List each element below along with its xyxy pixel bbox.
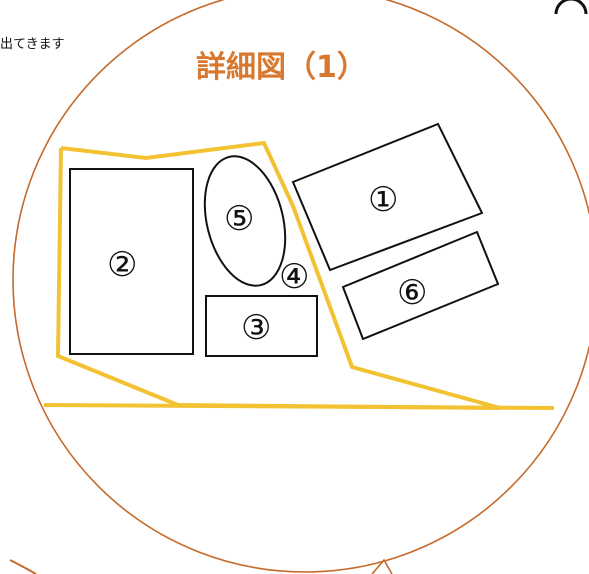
block-6: [341, 230, 500, 341]
block-5-ellipse: [203, 155, 287, 287]
ground-line: [43, 403, 555, 410]
label-3: ③: [241, 308, 271, 348]
site-boundary: [55, 140, 501, 410]
label-6: ⑥: [397, 273, 427, 313]
corner-circle-fragment: [554, 0, 588, 15]
bottom-left-curve-fragment: [9, 559, 37, 574]
caption-text: 出てきます: [0, 37, 65, 52]
label-1: ①: [368, 180, 398, 220]
block-2: [69, 168, 194, 355]
block-3: [205, 295, 318, 357]
detail-circle: [12, 0, 589, 573]
label-2: ②: [107, 245, 137, 285]
diagram-title: 詳細図（1）: [196, 50, 367, 85]
bottom-arrow-fragment: [371, 558, 393, 574]
label-5: ⑤: [224, 199, 254, 239]
block-1: [291, 122, 484, 272]
label-4: ④: [279, 257, 309, 297]
